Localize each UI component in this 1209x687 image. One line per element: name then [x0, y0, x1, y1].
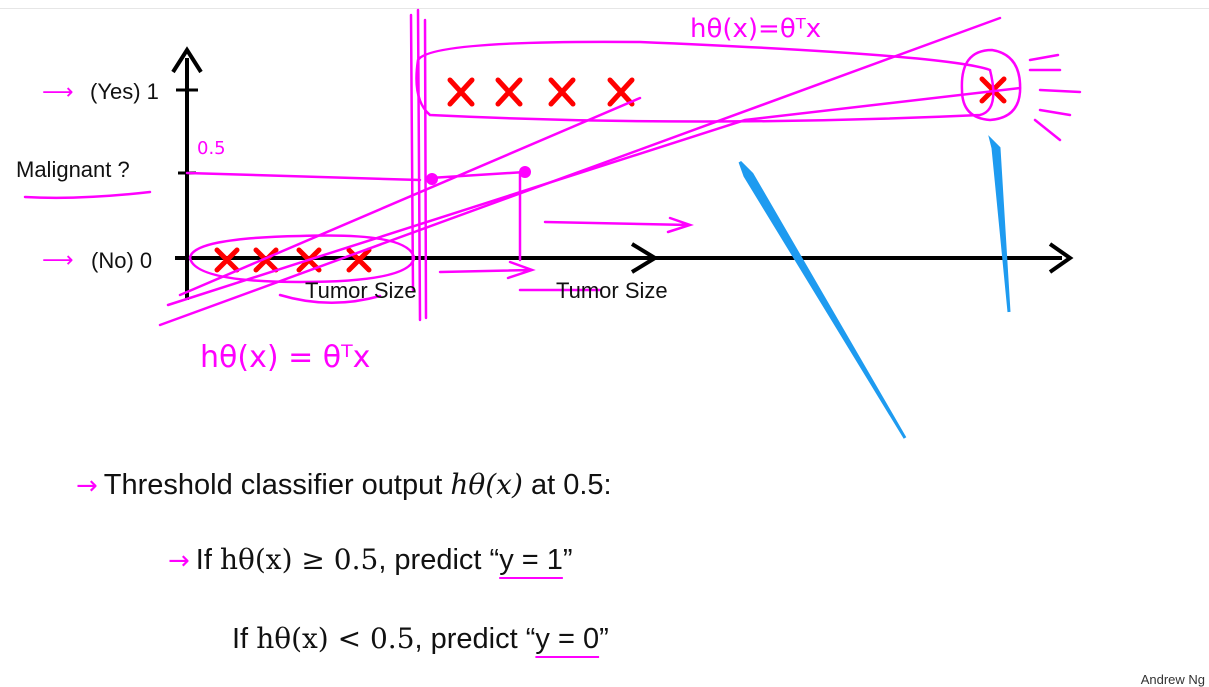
y-tick-yes-label: (Yes) 1	[90, 79, 159, 104]
author-credit: Andrew Ng	[1140, 672, 1205, 687]
cross-mark-icon	[214, 76, 1007, 273]
x-axis-label-right: Tumor Size	[556, 278, 668, 303]
threshold-point-2	[519, 166, 531, 178]
x-axis-label-left: Tumor Size	[305, 278, 417, 303]
line3-math: hθ(x) < 0.5	[256, 622, 415, 655]
line3-close: ”	[599, 623, 609, 655]
line3-if: If	[232, 623, 249, 655]
line1-end: at 0.5:	[530, 469, 612, 501]
pen-annotations	[23, 8, 1082, 327]
line2-math: hθ(x) ≥ 0.5	[219, 543, 379, 576]
line-threshold: →Threshold classifier output hθ(x) at 0.…	[76, 468, 612, 502]
line2-y: y = 1	[499, 544, 563, 576]
y-axis-title: Malignant ?	[16, 157, 130, 182]
x-axis-right-arrowhead	[1048, 242, 1074, 274]
line3-predict: , predict “	[414, 623, 536, 655]
y-axis-arrowhead	[171, 46, 203, 74]
note-half: 0.5	[197, 138, 226, 159]
y-tick-no-label: (No) 0	[91, 248, 153, 273]
arrow-right-icon: →	[76, 471, 98, 501]
line2-close: ”	[562, 544, 573, 576]
line2-predict: , predict “	[378, 544, 500, 576]
hypothesis-bottom: hθ(x) = θᵀx	[200, 340, 371, 375]
arrow-right-icon: →	[168, 546, 190, 576]
blue-arrow-annotations	[738, 135, 1011, 439]
line1-math: hθ(x)	[450, 468, 523, 501]
tumor-plot	[23, 8, 1082, 439]
line-rule-1: →If hθ(x) ≥ 0.5, predict “y = 1”	[168, 543, 573, 577]
line3-y: y = 0	[535, 623, 600, 655]
line1-text: Threshold classifier output	[103, 469, 443, 501]
line-rule-2: If hθ(x) < 0.5, predict “y = 0”	[232, 622, 609, 656]
arrow-right-icon: ⟶	[42, 248, 74, 273]
line2-if: If	[195, 544, 212, 576]
arrow-right-icon: ⟶	[42, 80, 74, 105]
hypothesis-top: hθ(x)=θᵀx	[690, 14, 822, 44]
top-border	[0, 8, 1209, 9]
threshold-point-1	[426, 173, 438, 185]
